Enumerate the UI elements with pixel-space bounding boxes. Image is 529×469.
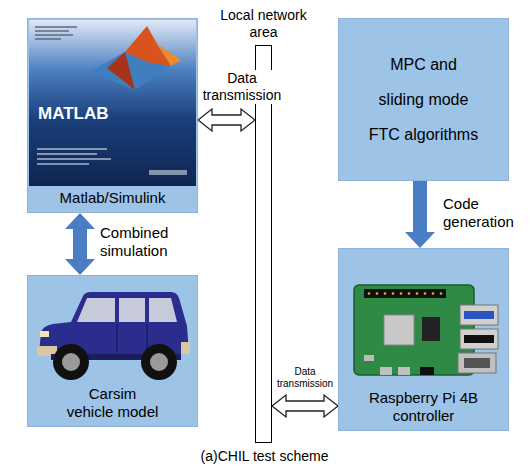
suv-wheels xyxy=(53,344,177,380)
block-arrow xyxy=(65,213,95,275)
logo-wordmark: MATLAB xyxy=(38,104,128,124)
pi-board xyxy=(354,285,474,375)
matlab-splash xyxy=(29,20,196,186)
block-arrow xyxy=(405,181,435,248)
bar-label: Local network area xyxy=(209,7,319,41)
box-label: Matlab/Simulink xyxy=(33,189,193,207)
hollow-double-arrow xyxy=(198,109,255,131)
splash-ground xyxy=(29,20,196,186)
splash-fine-print xyxy=(35,26,77,40)
hollow-double-arrow xyxy=(272,395,338,417)
suv-picture xyxy=(31,282,196,384)
edge-label: Combined simulation xyxy=(100,224,190,260)
raspberry-pi-board xyxy=(344,255,504,385)
splash-footer xyxy=(37,148,187,175)
network-bar: Local network area xyxy=(255,45,272,443)
edge-label: Data transmission xyxy=(273,366,337,390)
vehicle-model-box: Carsim vehicle model xyxy=(27,275,198,427)
edge-label: Code generation xyxy=(443,195,525,231)
pi-ports xyxy=(458,305,498,373)
algorithm-box: MPC and sliding mode FTC algorithms xyxy=(338,18,509,181)
box-label: Carsim vehicle model xyxy=(65,385,160,421)
figure-caption: (a)CHIL test scheme xyxy=(0,448,529,465)
membrane-logo xyxy=(89,26,181,90)
box-label: Raspberry Pi 4B controller xyxy=(359,389,489,425)
edge-label: Data transmission xyxy=(200,70,284,104)
box-label: MPC and sliding mode FTC algorithms xyxy=(367,47,480,153)
controller-box: Raspberry Pi 4B controller xyxy=(338,248,509,431)
